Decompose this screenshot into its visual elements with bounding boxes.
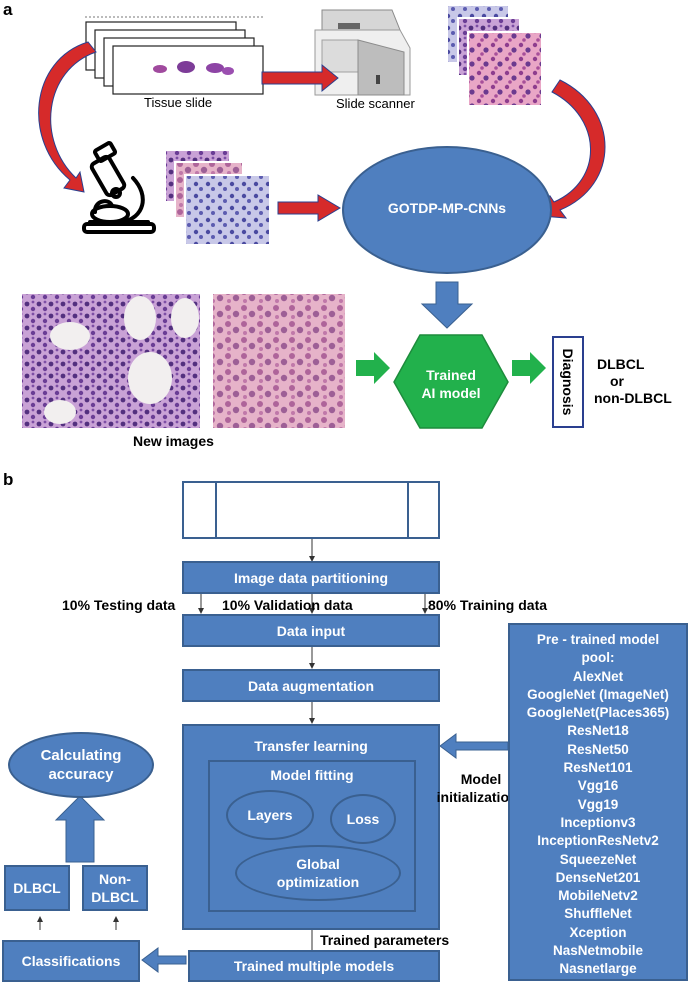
pool-model-item: ShuffleNet bbox=[564, 906, 632, 922]
scanned-image-stack bbox=[446, 4, 543, 107]
panel-a-letter: a bbox=[3, 0, 13, 19]
diagnosis-label: Diagnosis bbox=[560, 348, 576, 416]
obtaining-line2: data and preprocessing bbox=[232, 512, 390, 528]
pool-model-item: NasNetmobile bbox=[552, 943, 644, 959]
arrow-pool-to-transfer bbox=[439, 733, 509, 759]
pool-model-item: Xception bbox=[569, 924, 627, 940]
trained-ai-model-hexagon bbox=[393, 334, 509, 429]
pool-title-line2: pool: bbox=[581, 650, 615, 666]
pool-model-item: SqueezeNet bbox=[559, 851, 637, 867]
pool-model-item: MobileNetv2 bbox=[558, 888, 638, 904]
trained-ai-model-line1: Trained bbox=[426, 367, 476, 383]
trained-multiple-models-box: Trained multiple models bbox=[188, 950, 440, 982]
panel-b-connectors bbox=[37, 482, 509, 973]
pool-model-item: DenseNet201 bbox=[555, 869, 641, 885]
non-dlbcl-box: Non- DLBCL bbox=[82, 865, 148, 911]
model-init-line2: initializations bbox=[436, 789, 526, 805]
outcome-dlbcl: DLBCL bbox=[597, 356, 645, 372]
new-images-label: New images bbox=[133, 433, 214, 449]
pool-model-item: InceptionResNetv2 bbox=[537, 833, 659, 849]
calculating-accuracy-ellipse: Calculating accuracy bbox=[8, 732, 154, 798]
diagnosis-outcomes: DLBCL or non-DLBCL bbox=[594, 356, 686, 407]
slide-scanner-label: Slide scanner bbox=[336, 96, 415, 111]
pool-model-item: Inceptionv3 bbox=[560, 814, 636, 830]
pool-model-item: Vgg19 bbox=[577, 796, 619, 812]
pool-model-item: ResNet50 bbox=[567, 741, 629, 757]
data-augmentation-box: Data augmentation bbox=[182, 669, 440, 702]
model-initializations-label: Model initializations bbox=[426, 770, 536, 806]
model-init-line1: Model bbox=[460, 771, 502, 787]
training-label: 80% Training data bbox=[428, 597, 548, 613]
microscope-icon bbox=[82, 141, 156, 234]
pool-model-item: ResNet18 bbox=[567, 723, 629, 739]
accuracy-line2: accuracy bbox=[48, 766, 114, 783]
global-line2: optimization bbox=[276, 874, 360, 890]
model-label: GOTDP-MP-CNNs bbox=[387, 200, 507, 216]
new-images bbox=[22, 294, 345, 428]
down-arrow-to-trained-model bbox=[420, 281, 474, 329]
pool-model-item: Nasnetlarge bbox=[559, 961, 637, 977]
tissue-slide-label: Tissue slide bbox=[144, 95, 213, 110]
panel-b-letter: b bbox=[3, 470, 14, 489]
validation-label: 10% Validation data bbox=[222, 597, 353, 613]
pool-model-item: ResNet101 bbox=[563, 760, 633, 776]
outcome-non-dlbcl: non-DLBCL bbox=[594, 390, 672, 406]
microscope-image-stack bbox=[164, 149, 271, 246]
global-optimization-ellipse: Global optimization bbox=[235, 845, 401, 901]
panel-a-graphics bbox=[22, 4, 606, 429]
accuracy-line1: Calculating bbox=[40, 747, 122, 764]
diagnosis-box bbox=[552, 336, 584, 428]
trained-ai-model-line2: AI model bbox=[421, 385, 481, 401]
non-dlbcl-line1: Non- bbox=[99, 871, 131, 887]
partitioning-box: Image data partitioning bbox=[182, 561, 440, 594]
non-dlbcl-line2: DLBCL bbox=[91, 889, 139, 905]
pool-model-item: GoogleNet (ImageNet) bbox=[527, 686, 669, 702]
testing-label: 10% Testing data bbox=[62, 597, 176, 613]
dlbcl-box: DLBCL bbox=[4, 865, 70, 911]
trained-ai-model-label: Trained AI model bbox=[396, 366, 506, 402]
classifications-box: Classifications bbox=[2, 940, 140, 982]
arrow-up-to-accuracy bbox=[54, 795, 106, 863]
trained-parameters-label: Trained parameters bbox=[320, 932, 450, 948]
outcome-or: or bbox=[610, 373, 624, 389]
pool-model-item: GoogleNet(Places365) bbox=[526, 705, 670, 721]
global-line1: Global bbox=[296, 856, 340, 872]
pool-model-item: AlexNet bbox=[572, 668, 624, 684]
arrow-trained-to-classifications bbox=[141, 947, 187, 973]
red-arrows bbox=[38, 41, 606, 222]
layers-ellipse: Layers bbox=[226, 790, 314, 840]
green-arrows bbox=[356, 352, 546, 384]
pool-model-item: Vgg16 bbox=[577, 778, 619, 794]
model-ellipse bbox=[342, 146, 552, 274]
slide-scanner-icon bbox=[314, 9, 411, 96]
data-input-box: Data input bbox=[182, 614, 440, 647]
transfer-learning-label: Transfer learning bbox=[254, 738, 368, 754]
obtaining-line1: Obtaining digital images bbox=[229, 492, 393, 508]
pool-title-line1: Pre - trained model bbox=[536, 632, 660, 647]
model-fitting-label: Model fitting bbox=[270, 767, 354, 783]
loss-ellipse: Loss bbox=[330, 794, 396, 844]
obtaining-images-box: Obtaining digital images data and prepro… bbox=[182, 481, 440, 539]
tissue-slide-stack bbox=[85, 16, 265, 95]
